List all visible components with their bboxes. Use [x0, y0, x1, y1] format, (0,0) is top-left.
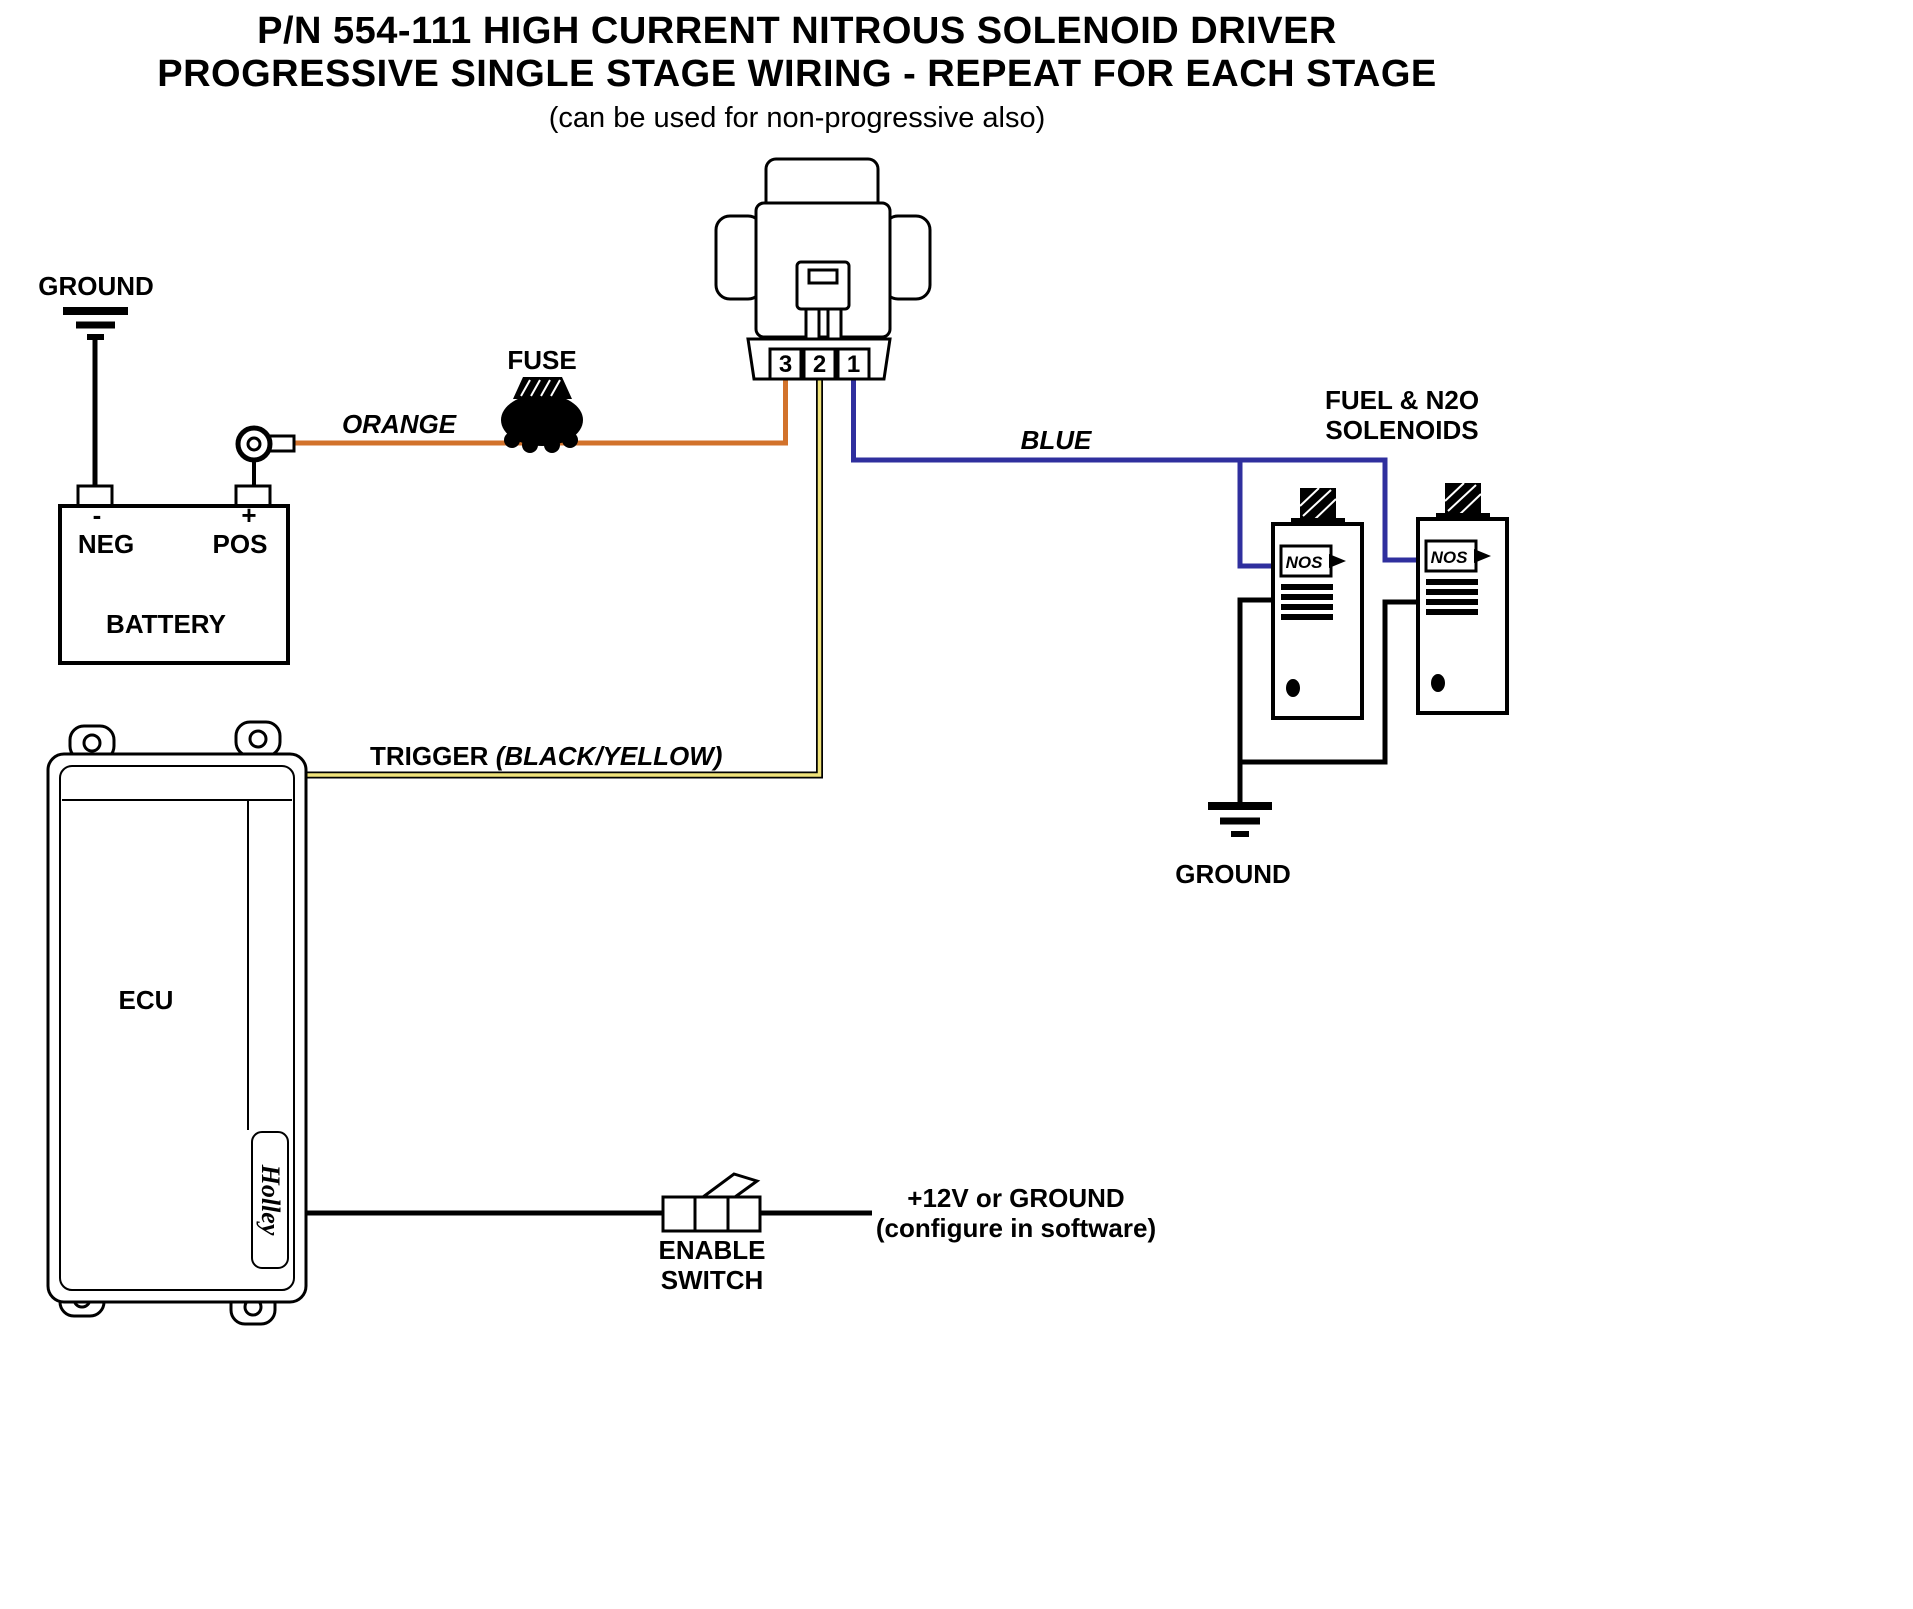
trigger-label-text: TRIGGER [370, 741, 489, 771]
enable-switch-icon [661, 1172, 762, 1233]
orange-wire [294, 378, 788, 446]
blue-wire-label: BLUE [1020, 425, 1092, 455]
solenoids-heading-line-1: FUEL & N2O [1324, 385, 1480, 415]
battery-neg-label: NEG [77, 529, 135, 559]
nos-logo-arrow-icon [1329, 554, 1346, 568]
nos-logo: NOS [1286, 553, 1324, 572]
driver-pin-1: 1 [847, 351, 860, 378]
driver-pin-3: 3 [779, 351, 792, 378]
ring-terminal-icon [235, 425, 296, 486]
orange-wire-label: ORANGE [341, 409, 457, 439]
power-note-line-1: +12V or GROUND [907, 1183, 1125, 1213]
power-note: +12V or GROUND (configure in software) [875, 1183, 1157, 1244]
solenoid-fuel: NOS [1271, 487, 1364, 720]
battery-neg-sign: - [92, 500, 102, 530]
diagram-title: P/N 554-111 HIGH CURRENT NITROUS SOLENOI… [0, 10, 1594, 135]
title-line-3: (can be used for non-progressive also) [548, 102, 1046, 134]
battery-ground-icon [63, 307, 128, 487]
fuse-label: FUSE [507, 345, 577, 375]
fuse-icon [501, 377, 583, 453]
title-line-2: PROGRESSIVE SINGLE STAGE WIRING - REPEAT… [157, 53, 1437, 95]
trigger-wire-label: TRIGGER (BLACK/YELLOW) [370, 741, 723, 772]
battery-ground-label: GROUND [38, 271, 154, 301]
nos-logo-arrow-icon [1474, 549, 1491, 563]
power-note-line-2: (configure in software) [875, 1212, 1157, 1243]
battery-pos-sign: + [241, 500, 257, 530]
holley-logo: Holley [256, 1164, 285, 1236]
ecu-box [46, 720, 308, 1326]
battery-label: BATTERY [106, 609, 226, 639]
battery-pos-label: POS [212, 529, 268, 559]
nos-logo: NOS [1431, 548, 1469, 567]
enable-switch-label: ENABLE SWITCH [658, 1235, 766, 1296]
blue-wire [851, 378, 1419, 569]
solenoid-ground-label: GROUND [1175, 859, 1291, 889]
solenoid-driver [714, 157, 932, 381]
trigger-color-note: (BLACK/YELLOW) [495, 741, 723, 771]
battery-box [58, 484, 290, 665]
title-line-1: P/N 554-111 HIGH CURRENT NITROUS SOLENOI… [257, 10, 1337, 52]
enable-switch-label-line-1: ENABLE [658, 1235, 766, 1265]
driver-pin-2: 2 [813, 351, 826, 378]
solenoid-ground-wires [1237, 597, 1419, 806]
solenoids-heading: FUEL & N2O SOLENOIDS [1324, 385, 1480, 446]
trigger-wire [306, 378, 823, 779]
solenoids-heading-line-2: SOLENOIDS [1325, 414, 1479, 445]
ecu-label: ECU [118, 985, 174, 1015]
solenoid-ground-icon [1208, 802, 1272, 837]
solenoid-n2o: NOS [1416, 482, 1509, 715]
enable-switch-label-line-2: SWITCH [660, 1264, 764, 1295]
